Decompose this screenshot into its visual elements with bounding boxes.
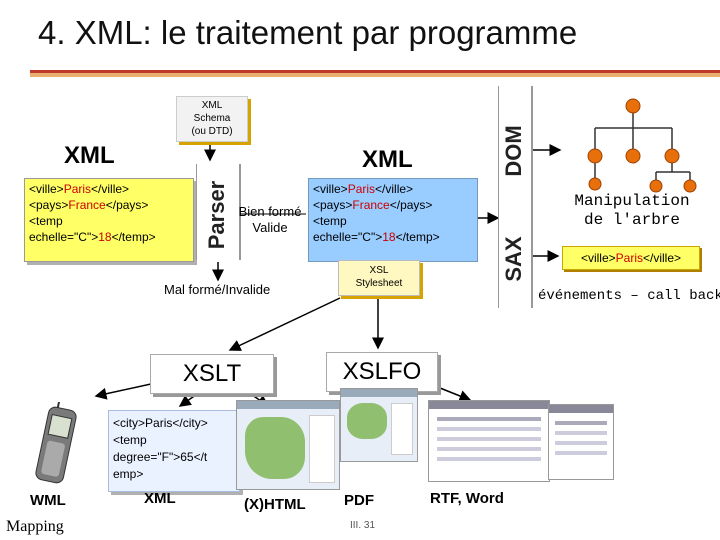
page-number: III. 31 [350,520,376,531]
code-tag: </ville> [91,182,130,196]
xslfo-box: XSLFO [326,352,438,392]
city-line-1: <city>Paris</city> [113,416,208,430]
schema-label-1: XML [201,100,223,111]
code-value: France [352,198,390,212]
valide-text: Valide [252,220,288,235]
xslt-to-wml-arrow [94,381,161,400]
city-line-2: <temp [113,433,147,447]
code-tag: </pays> [389,198,433,212]
xml-right-label: XML [362,146,413,173]
xslfo-label: XSLFO [342,358,422,385]
code-tag: <ville> [313,182,348,196]
document-screenshot-icon [428,400,550,482]
arbre-text: de l'arbre [583,211,680,229]
page-title: 4. XML: le traitement par programme [38,14,578,51]
code-tag: </temp> [111,230,156,244]
code-tag: </pays> [105,198,149,212]
web-page-screenshot-icon [236,400,340,490]
output-wml-label: WML [30,492,66,509]
mobile-phone-icon [35,402,77,484]
sax-label: SAX [501,236,526,282]
city-line-4: emp> [113,467,144,481]
code-value: Paris [615,251,643,265]
tree-diagram-icon [587,98,697,193]
city-line-3: degree="F">65</t [113,450,208,464]
code-tag: <pays> [29,198,69,212]
xsl-stylesheet-box: XSL Stylesheet [338,260,420,296]
code-tag: <temp [29,214,63,228]
code-tag: echelle="C"> [313,230,383,244]
bien-forme-text: Bien formé [238,204,302,219]
dom-label: DOM [501,125,526,177]
code-value: 18 [382,230,396,244]
code-tag: <ville> [580,251,616,265]
api-bar [498,86,533,308]
xsl-label: XSL [369,265,389,276]
title-rule [30,70,720,73]
xml-valid-box: <ville>Paris</ville> <pays>France</pays>… [308,178,478,262]
code-tag: </ville> [643,251,682,265]
schema-label-2: Schema [193,113,231,124]
stylesheet-label: Stylesheet [355,278,403,289]
events-callback-label: événements – call back [538,288,720,304]
web-page-screenshot-icon [340,388,418,462]
code-tag: echelle="C"> [29,230,99,244]
manipulation-text: Manipulation [574,192,690,210]
code-tag: </ville> [375,182,414,196]
schema-label-3: (ou DTD) [191,126,233,137]
invalid-label: Mal formé/Invalide [164,282,271,297]
valid-label: Bien formé Valide [232,204,308,236]
output-pdf-label: PDF [344,492,374,509]
output-rtf-label: RTF, Word [430,490,504,507]
output-xhtml-label: (X)HTML [244,496,306,513]
xslt-to-xml-arrow [178,391,201,407]
xslt-label: XSLT [182,360,242,387]
document-screenshot-icon [548,404,614,480]
sax-event-box: <ville>Paris</ville> [562,246,700,270]
code-tag: <temp [313,214,347,228]
code-tag: <ville> [29,182,64,196]
code-value: France [68,198,106,212]
xml-source-box: <ville>Paris</ville> <pays>France</pays>… [24,178,194,262]
code-value: Paris [347,182,376,196]
stylesheet-to-xslt-arrow [228,297,341,351]
title-rule-shadow [30,73,720,77]
code-tag: </temp> [395,230,440,244]
output-xml-label: XML [144,490,176,507]
xml-schema-box: XML Schema (ou DTD) [176,96,248,142]
xml-left-label: XML [64,142,115,169]
code-value: 18 [98,230,112,244]
xslt-box: XSLT [150,354,274,394]
mapping-label: Mapping [6,518,64,535]
code-value: Paris [63,182,92,196]
parser-bar [196,164,241,260]
parser-label: Parser [204,180,229,250]
xml-output-box: <city>Paris</city> <temp degree="F">65</… [108,410,240,492]
code-tag: <pays> [313,198,353,212]
tree-manipulation-label: Manipulation de l'arbre [562,192,702,230]
